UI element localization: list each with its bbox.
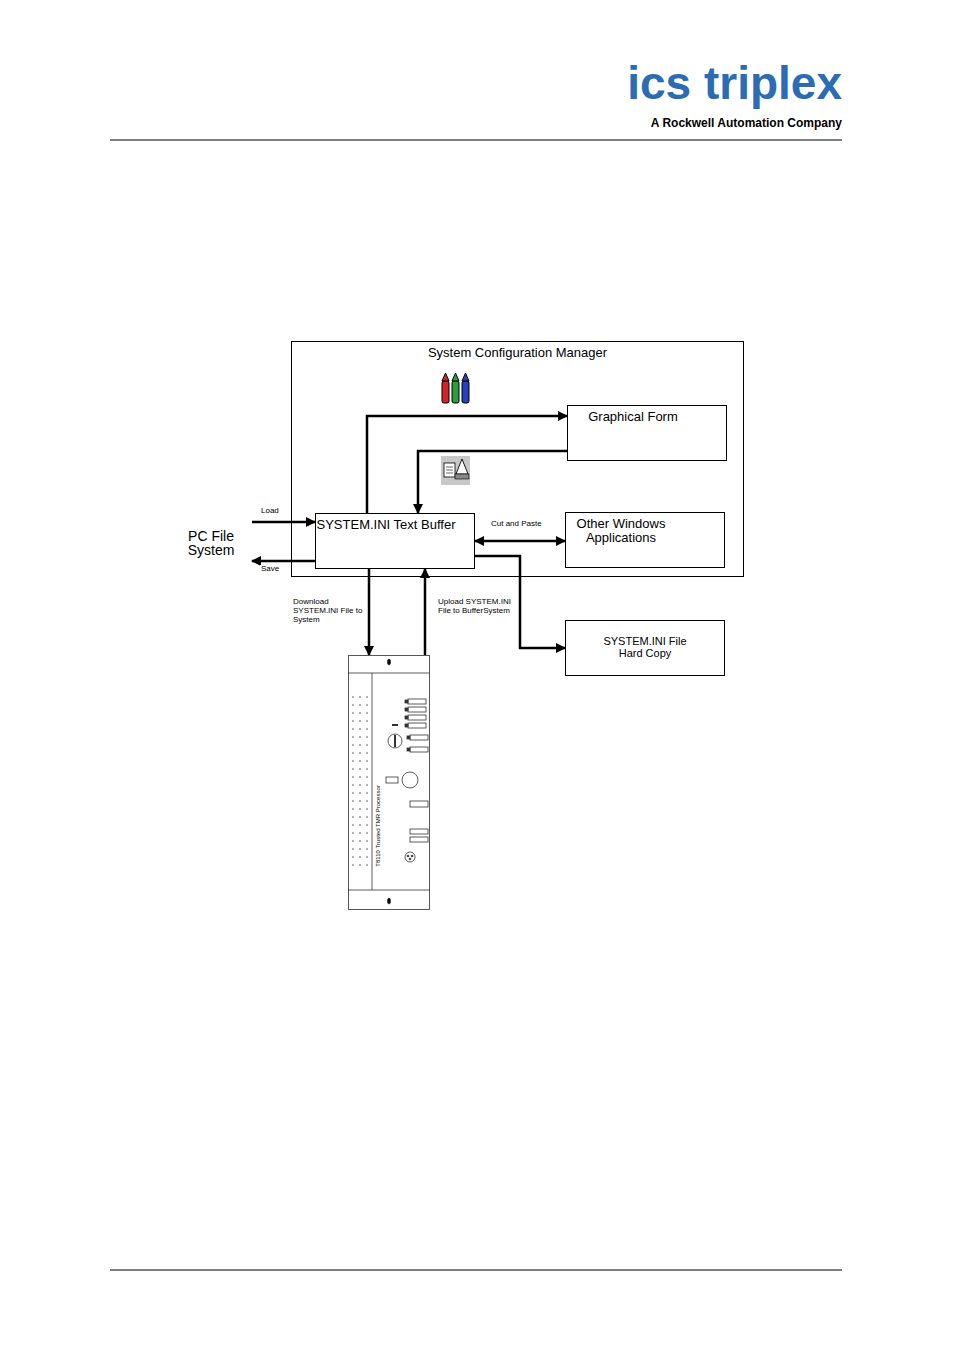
group-title: System Configuration Manager [292,346,743,360]
node-label: SYSTEM.INI Text Buffer [316,518,456,532]
processor-module: T8110 Trusted TMR Processor [348,655,430,910]
flow-arrow [367,416,567,513]
file-system-node: PC File System [172,524,250,562]
process-box: Graphical Form [567,405,727,461]
node-label: SYSTEM.INI File Hard Copy [595,636,695,659]
footer-rule [110,1270,842,1271]
edge-label: Save [260,565,280,574]
processor-drawing [348,655,430,910]
flow-arrow [424,569,427,655]
crayons-icon [442,373,469,403]
node-label: Other Windows Applications [566,517,676,544]
edge-label: Upload SYSTEM.INI File to BufferSystem [437,598,515,616]
flow-arrow [368,569,371,655]
node-label: T8110 Trusted TMR Processor [375,785,381,866]
flow-arrow [252,560,315,563]
node-label: Graphical Form [568,410,698,424]
manager-frame: System Configuration ManagerGraphical Fo… [291,341,744,577]
edge-label: Load [260,507,280,516]
node-label: PC File System [180,529,242,557]
process-box: Other Windows Applications [565,512,725,568]
company-tagline: A Rockwell Automation Company [651,116,842,130]
flow-arrow [252,521,315,524]
compile-icon [441,456,470,485]
edge-label: Cut and Paste [490,520,543,529]
edge-label: Download SYSTEM.INI File to System [292,598,366,624]
process-box: SYSTEM.INI Text Buffer [315,513,475,569]
process-box: SYSTEM.INI File Hard Copy [565,620,725,676]
company-logo: ics triplex [627,56,842,110]
header-rule [110,139,842,140]
flow-arrow [475,540,565,543]
flow-arrow [418,451,567,513]
